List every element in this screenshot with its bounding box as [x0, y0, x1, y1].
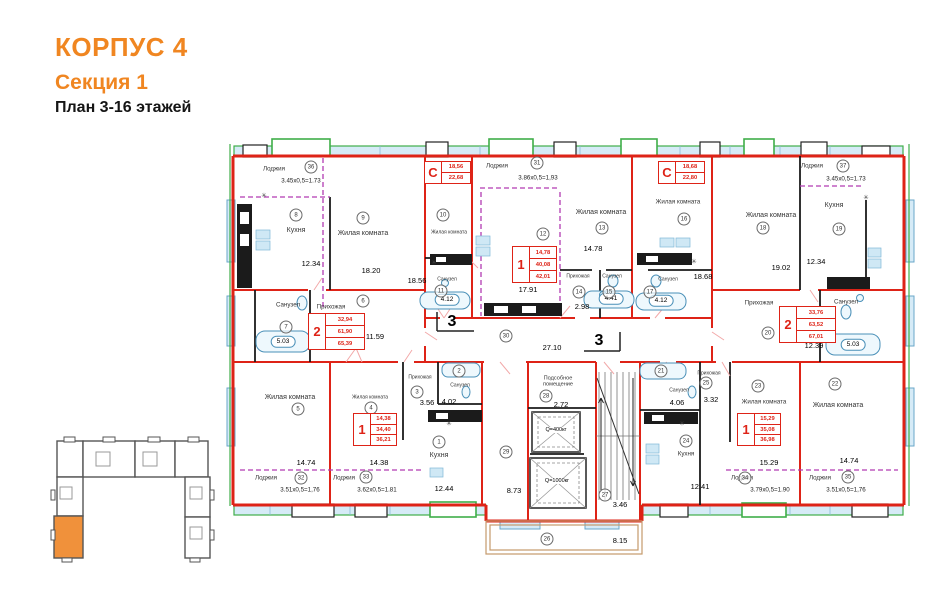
key-plan-highlighted-section — [53, 515, 84, 559]
balcony-outline — [485, 520, 643, 555]
title-block: КОРПУС 4 Секция 1 План 3-16 этажей — [55, 32, 191, 117]
tile-hatch — [255, 229, 882, 478]
walls-exterior — [231, 154, 906, 523]
floors-subtitle: План 3-16 этажей — [55, 99, 192, 116]
section-cut-marks — [436, 312, 621, 352]
bath-fixtures — [255, 274, 881, 399]
key-plan — [50, 436, 215, 563]
stairs — [596, 372, 640, 500]
window-boxes — [242, 138, 891, 518]
loggia-dashed-lines — [240, 158, 898, 471]
green-contour — [229, 144, 910, 506]
building-title: КОРПУС 4 — [55, 32, 188, 62]
elevator-shafts — [529, 411, 587, 509]
walls-interior-red — [233, 156, 904, 521]
section-title: Секция 1 — [55, 71, 148, 94]
kitchen-counters — [237, 204, 870, 424]
